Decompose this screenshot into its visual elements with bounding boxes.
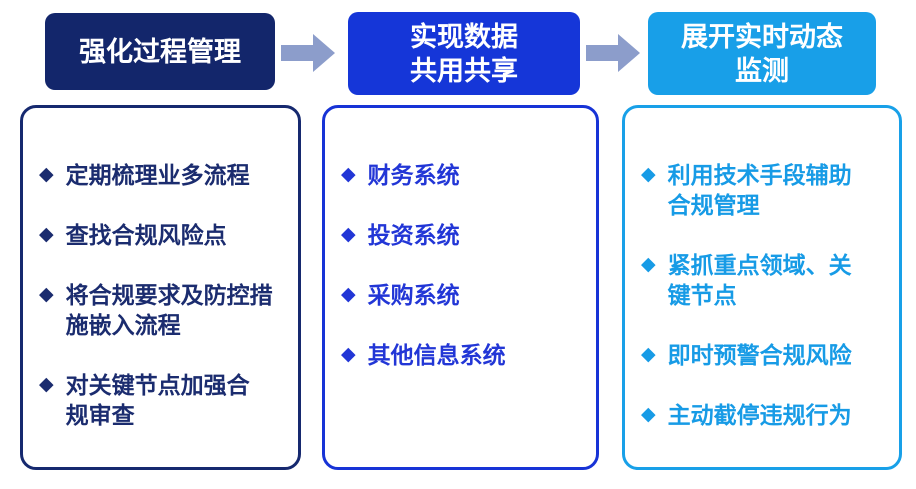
list-item-text: 紧抓重点领域、关 键节点 — [667, 252, 852, 308]
header-box-realtime-monitor: 展开实时动态 监测 — [648, 12, 876, 95]
list-item-text: 定期梳理业多流程 — [65, 162, 250, 188]
diamond-bullet-icon: ◆ — [39, 224, 54, 245]
list-item: ◆ 利用技术手段辅助 合规管理 — [641, 160, 891, 220]
list-item-text: 投资系统 — [367, 222, 460, 248]
list-item: ◆ 定期梳理业多流程 — [39, 160, 290, 190]
list-item-text: 主动截停违规行为 — [667, 402, 852, 428]
list-item: ◆ 紧抓重点领域、关 键节点 — [641, 250, 891, 310]
content-box-data-sharing: ◆ 财务系统 ◆ 投资系统 ◆ 采购系统 ◆ 其他信息系统 — [322, 105, 599, 470]
list-item: ◆ 采购系统 — [341, 280, 588, 310]
header-title: 强化过程管理 — [79, 36, 241, 67]
header-title: 展开实时动态 监测 — [681, 21, 843, 86]
list-item-text: 利用技术手段辅助 合规管理 — [667, 162, 852, 218]
content-box-strengthen-process: ◆ 定期梳理业多流程 ◆ 查找合规风险点 ◆ 将合规要求及防控措 施嵌入流程 ◆… — [20, 105, 301, 470]
list-item: ◆ 财务系统 — [341, 160, 588, 190]
list-item-text: 即时预警合规风险 — [667, 342, 852, 368]
header-box-strengthen-process: 强化过程管理 — [45, 13, 275, 90]
list-item-text: 财务系统 — [367, 162, 460, 188]
diamond-bullet-icon: ◆ — [641, 344, 656, 365]
arrow-right-icon — [281, 34, 335, 72]
diamond-bullet-icon: ◆ — [341, 344, 356, 365]
diamond-bullet-icon: ◆ — [341, 164, 356, 185]
list-item: ◆ 主动截停违规行为 — [641, 400, 891, 430]
list-item: ◆ 其他信息系统 — [341, 340, 588, 370]
arrow-right-icon — [586, 34, 640, 72]
list-item: ◆ 投资系统 — [341, 220, 588, 250]
diamond-bullet-icon: ◆ — [39, 374, 54, 395]
diamond-bullet-icon: ◆ — [39, 164, 54, 185]
diamond-bullet-icon: ◆ — [641, 164, 656, 185]
list-item-text: 采购系统 — [367, 282, 460, 308]
list-item: ◆ 即时预警合规风险 — [641, 340, 891, 370]
diamond-bullet-icon: ◆ — [641, 404, 656, 425]
content-box-realtime-monitor: ◆ 利用技术手段辅助 合规管理 ◆ 紧抓重点领域、关 键节点 ◆ 即时预警合规风… — [622, 105, 902, 470]
list-item: ◆ 将合规要求及防控措 施嵌入流程 — [39, 280, 290, 340]
header-box-data-sharing: 实现数据 共用共享 — [348, 12, 580, 95]
list-item-text: 将合规要求及防控措 施嵌入流程 — [65, 282, 273, 338]
diamond-bullet-icon: ◆ — [341, 284, 356, 305]
list-item-text: 对关键节点加强合 规审查 — [65, 372, 250, 428]
diamond-bullet-icon: ◆ — [341, 224, 356, 245]
diamond-bullet-icon: ◆ — [39, 284, 54, 305]
list-item: ◆ 查找合规风险点 — [39, 220, 290, 250]
list-item-text: 查找合规风险点 — [65, 222, 227, 248]
list-item: ◆ 对关键节点加强合 规审查 — [39, 370, 290, 430]
header-title: 实现数据 共用共享 — [410, 21, 518, 86]
diamond-bullet-icon: ◆ — [641, 254, 656, 275]
list-item-text: 其他信息系统 — [367, 342, 506, 368]
